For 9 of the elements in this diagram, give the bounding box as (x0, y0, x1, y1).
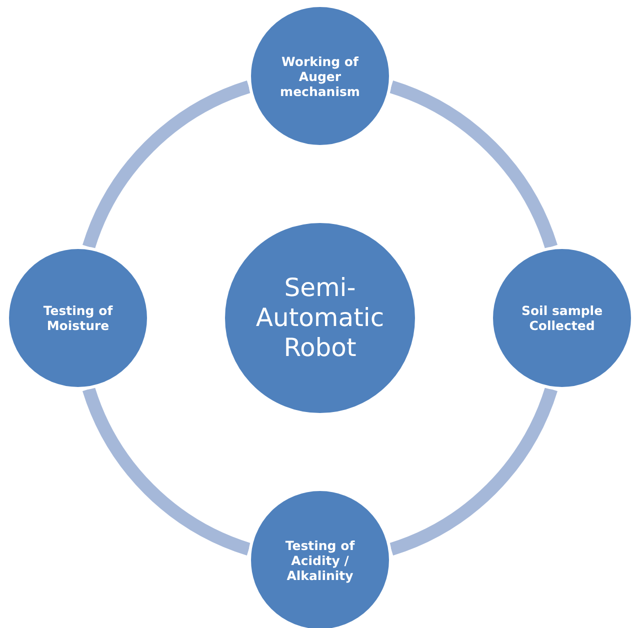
ring-arc (388, 386, 558, 556)
node-label: Semi-Automatic Robot (254, 273, 386, 363)
node-label: Soil sample Collected (520, 303, 604, 333)
node-label: Testing of Acidity / Alkalinity (284, 538, 356, 582)
ring-arc (388, 80, 558, 250)
node-label: Testing of Moisture (42, 303, 114, 333)
ring-arc (82, 386, 252, 556)
ring-arc (82, 80, 252, 250)
node-label: Working of Auger mechanism (279, 54, 361, 98)
